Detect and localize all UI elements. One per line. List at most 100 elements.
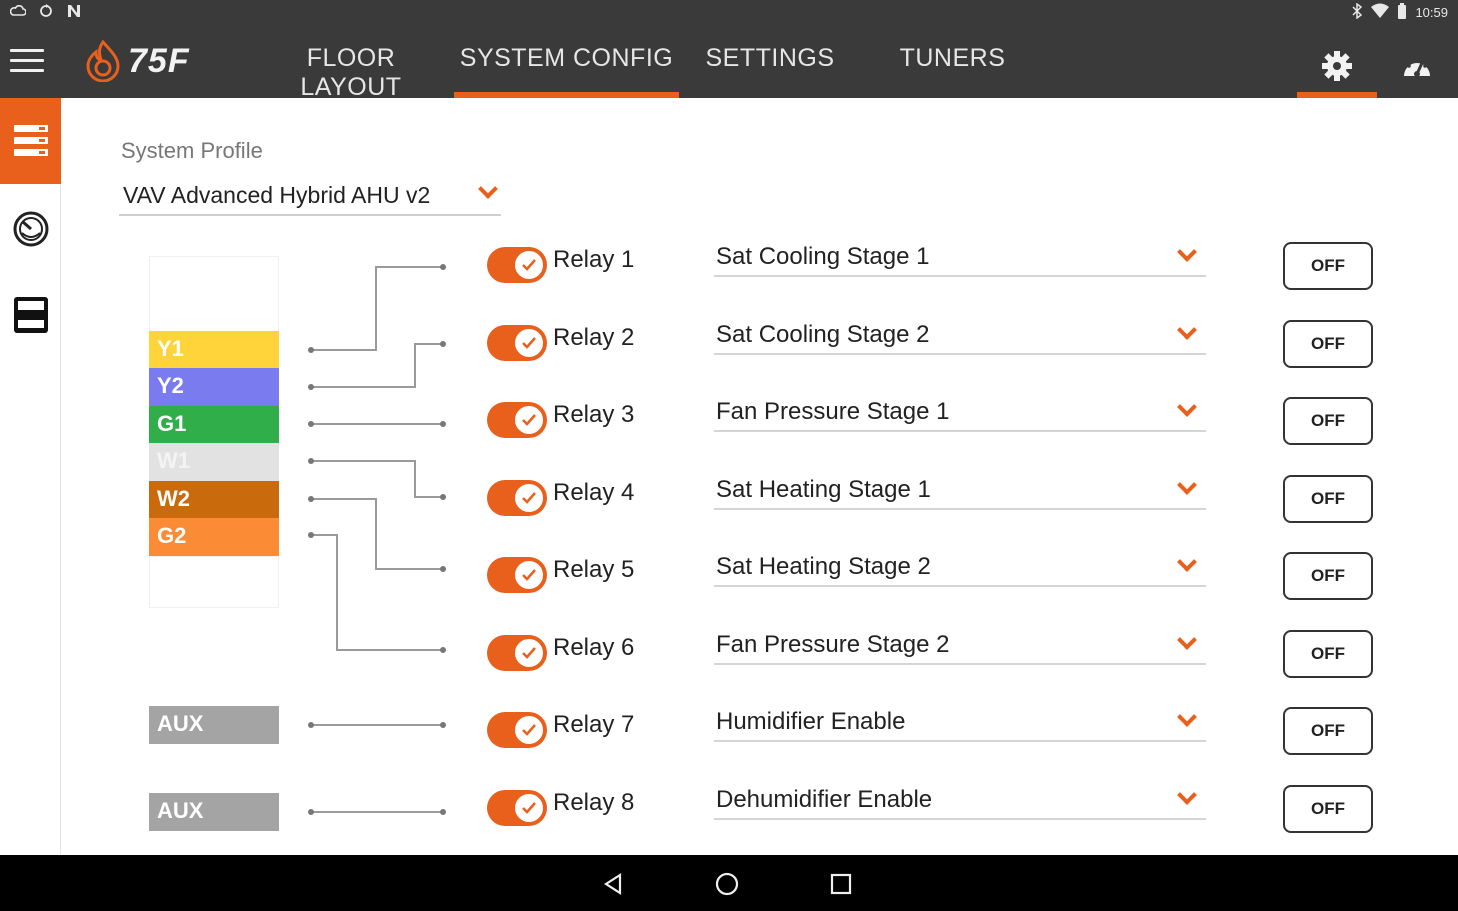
back-icon[interactable]: [598, 869, 628, 899]
wire-dot: [440, 809, 446, 815]
relay-assignment-dropdown[interactable]: Sat Heating Stage 2: [714, 549, 1206, 587]
dashboard-icon[interactable]: [1397, 46, 1437, 86]
terminal-aux-1: AUX: [149, 706, 279, 744]
wire-dot: [440, 341, 446, 347]
system-nav-bar: [0, 855, 1458, 911]
chevron-down-icon: [1177, 630, 1197, 650]
check-icon: [513, 482, 545, 514]
wire-dot: [440, 264, 446, 270]
home-icon[interactable]: [712, 869, 742, 899]
system-config-panel: System Profile VAV Advanced Hybrid AHU v…: [62, 98, 1458, 855]
clock-time: 10:59: [1415, 5, 1448, 20]
relay-toggle[interactable]: [487, 635, 547, 671]
flame-icon: [86, 40, 120, 82]
wire-dot: [308, 458, 314, 464]
relay-toggle[interactable]: [487, 480, 547, 516]
relay-assignment-dropdown[interactable]: Fan Pressure Stage 1: [714, 394, 1206, 432]
wire-dot: [308, 421, 314, 427]
wire-dot: [308, 722, 314, 728]
relay-test-button[interactable]: OFF: [1283, 397, 1373, 445]
relay-test-button[interactable]: OFF: [1283, 475, 1373, 523]
sidebar: [0, 98, 61, 855]
sync-icon: [38, 3, 54, 23]
relay-test-button[interactable]: OFF: [1283, 785, 1373, 833]
wire: [312, 724, 443, 726]
wire: [312, 423, 443, 425]
wire-dot: [440, 494, 446, 500]
relay-toggle[interactable]: [487, 557, 547, 593]
relay-toggle[interactable]: [487, 402, 547, 438]
relay-toggle[interactable]: [487, 247, 547, 283]
gauge-icon: [13, 211, 48, 247]
tab-tuners[interactable]: TUNERS: [899, 44, 1006, 72]
wire-dot: [440, 722, 446, 728]
relay-assignment-dropdown[interactable]: Dehumidifier Enable: [714, 782, 1206, 820]
tab-system-config[interactable]: SYSTEM CONFIG: [454, 42, 679, 98]
system-profile-label: System Profile: [121, 138, 263, 163]
terminal-y2: Y2: [149, 368, 279, 406]
wire-dot: [308, 496, 314, 502]
relay-test-button[interactable]: OFF: [1283, 320, 1373, 368]
gear-icon[interactable]: [1317, 46, 1357, 86]
terminal-w1: W1: [149, 443, 279, 481]
sidebar-item-system[interactable]: [0, 98, 61, 184]
relay-assignment-dropdown[interactable]: Fan Pressure Stage 2: [714, 627, 1206, 665]
wire: [414, 343, 416, 388]
relay-label: Relay 6: [553, 634, 635, 661]
relay-assignment-dropdown[interactable]: Sat Cooling Stage 2: [714, 317, 1206, 355]
wire: [375, 568, 443, 570]
relay-test-button[interactable]: OFF: [1283, 552, 1373, 600]
wire-dot: [440, 566, 446, 572]
chevron-down-icon: [1177, 552, 1197, 572]
terminal-g1: G1: [149, 406, 279, 443]
wire: [336, 534, 338, 651]
chevron-down-icon: [1177, 397, 1197, 417]
bluetooth-icon: [1351, 2, 1363, 23]
relay-label: Relay 4: [553, 479, 635, 506]
wire: [312, 811, 443, 813]
system-profile-dropdown[interactable]: VAV Advanced Hybrid AHU v2: [119, 176, 501, 216]
logo-text: 75F: [128, 41, 190, 80]
sidebar-item-gauge[interactable]: [0, 186, 61, 272]
chevron-down-icon: [1177, 320, 1197, 340]
relay-toggle[interactable]: [487, 325, 547, 361]
wire-dot: [440, 647, 446, 653]
sidebar-item-device[interactable]: [0, 272, 61, 358]
relay-assignment-dropdown[interactable]: Humidifier Enable: [714, 704, 1206, 742]
relay-assignment-dropdown[interactable]: Sat Cooling Stage 1: [714, 239, 1206, 277]
recents-icon[interactable]: [826, 869, 856, 899]
check-icon: [513, 792, 545, 824]
wire: [312, 534, 338, 536]
wire: [312, 460, 416, 462]
n-icon: [66, 3, 82, 23]
relay-test-button[interactable]: OFF: [1283, 630, 1373, 678]
terminal-slot-empty: [149, 256, 279, 332]
check-icon: [513, 249, 545, 281]
relay-test-button[interactable]: OFF: [1283, 242, 1373, 290]
terminal-aux-2: AUX: [149, 793, 279, 831]
tab-floor-layout[interactable]: FLOOR LAYOUT: [300, 44, 402, 101]
wire: [414, 460, 416, 498]
relay-label: Relay 8: [553, 789, 635, 816]
relay-assignment-dropdown[interactable]: Sat Heating Stage 1: [714, 472, 1206, 510]
relay-test-button[interactable]: OFF: [1283, 707, 1373, 755]
terminal-g2: G2: [149, 518, 279, 556]
wire-dot: [308, 347, 314, 353]
menu-icon[interactable]: [10, 49, 44, 73]
relay-toggle[interactable]: [487, 790, 547, 826]
wire: [375, 266, 443, 268]
wire-dot: [308, 809, 314, 815]
chevron-down-icon: [1177, 242, 1197, 262]
wire-dot: [308, 384, 314, 390]
wire: [414, 496, 443, 498]
relay-label: Relay 5: [553, 556, 635, 583]
terminal-w2: W2: [149, 481, 279, 518]
battery-icon: [1397, 3, 1407, 23]
wire: [414, 343, 443, 345]
system-list-icon: [13, 125, 48, 156]
relay-toggle[interactable]: [487, 712, 547, 748]
chevron-down-icon: [478, 179, 498, 199]
wire-dot: [440, 421, 446, 427]
wire: [375, 498, 377, 570]
tab-settings[interactable]: SETTINGS: [705, 44, 835, 72]
